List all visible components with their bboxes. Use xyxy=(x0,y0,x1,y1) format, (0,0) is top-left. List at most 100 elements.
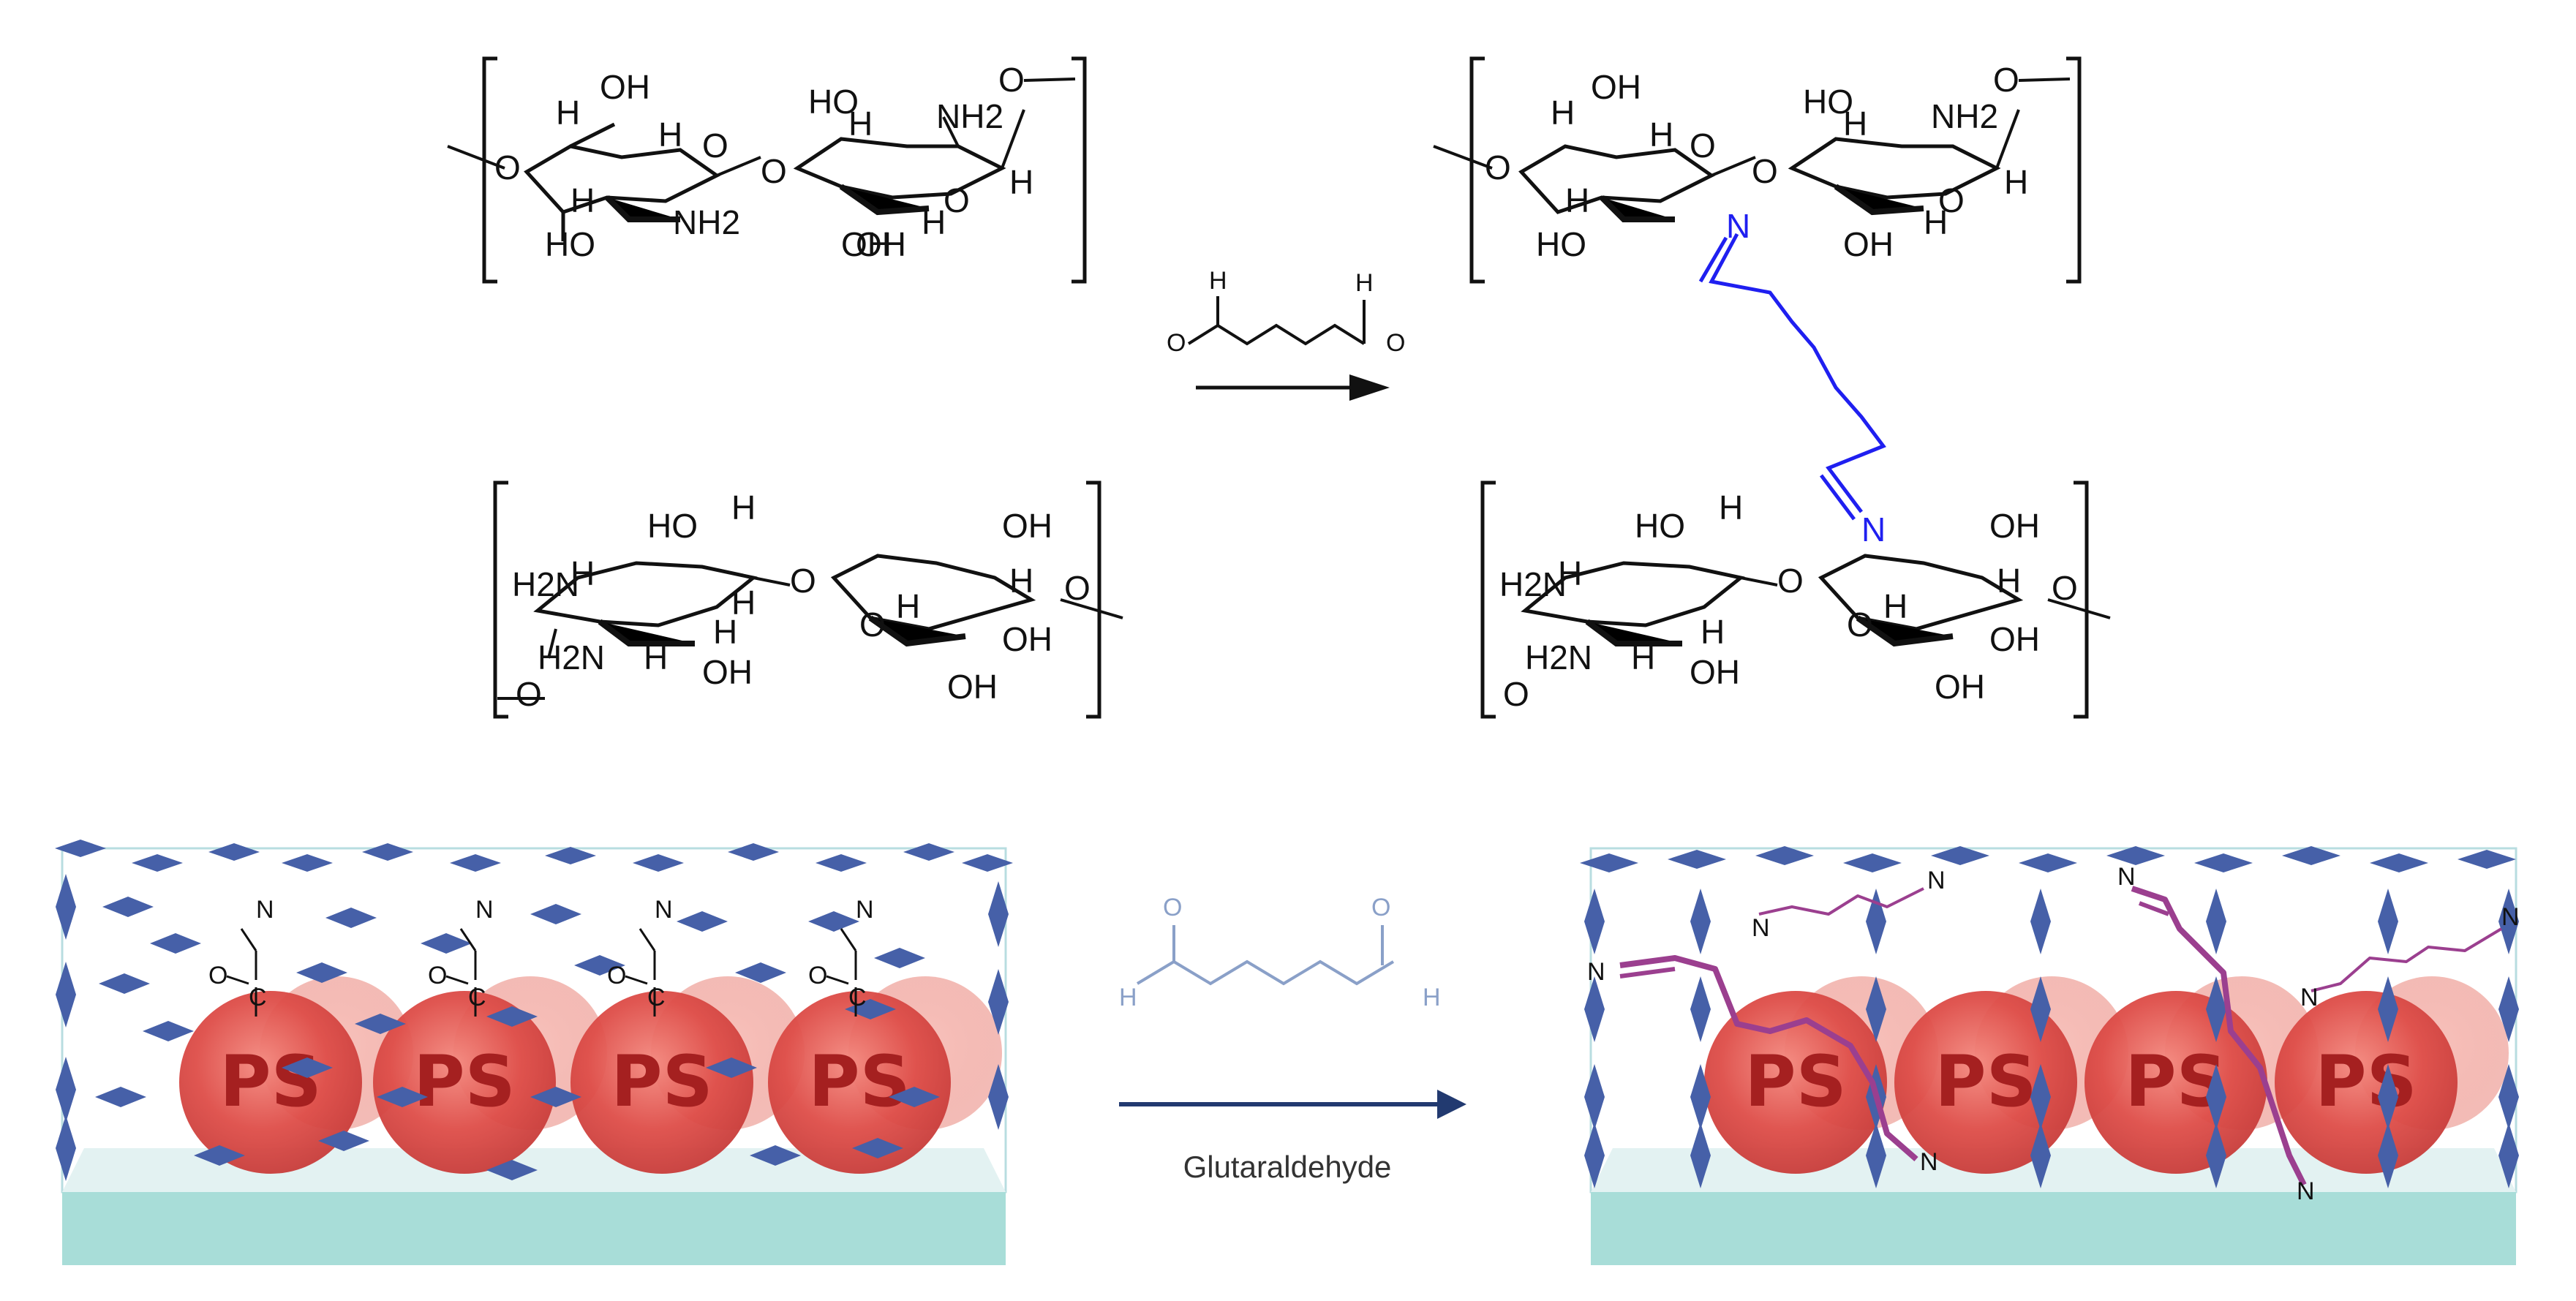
chem-label: OH xyxy=(1843,225,1894,263)
chem-label: O xyxy=(761,152,787,190)
chem-label: OH xyxy=(1989,507,2040,545)
ps-particle xyxy=(1894,991,2077,1174)
chitosan-flake xyxy=(2030,1064,2051,1130)
glutaraldehyde-reagent-bottom: O O H H xyxy=(1119,894,1441,1011)
ps-particle xyxy=(2275,991,2458,1174)
chitosan-flake xyxy=(56,1057,76,1123)
chem-label: OH xyxy=(1591,68,1641,106)
chem-label: O xyxy=(1752,152,1778,190)
imine-crosslink xyxy=(1758,887,1924,916)
reaction-arrow-top xyxy=(1196,374,1390,401)
chem-label: HO xyxy=(1536,225,1586,263)
chitosan-flake xyxy=(1584,1064,1605,1130)
chem-label: OH xyxy=(1002,620,1052,658)
chitosan-flake xyxy=(1584,976,1605,1042)
chem-label: H xyxy=(1719,489,1743,527)
chitosan-flake xyxy=(1584,889,1605,954)
ps-particle xyxy=(570,991,753,1174)
chitosan-flake xyxy=(486,1160,538,1180)
chem-label: O xyxy=(494,148,521,186)
chem-label: O xyxy=(1371,894,1390,921)
chem-label: H xyxy=(1997,562,2021,600)
chitosan-flake xyxy=(325,908,377,928)
chitosan-flake xyxy=(355,1014,406,1034)
chitosan-flake xyxy=(816,854,867,872)
chitosan-flake xyxy=(1755,846,1814,865)
chitosan-flake xyxy=(988,1064,1009,1130)
amide-carbon: C xyxy=(468,984,486,1011)
imine-crosslink xyxy=(1619,955,1918,1162)
chitosan-chain-bottom-left: HO H H2N H OH O H OH H O H O H2N H OH OH… xyxy=(493,480,1123,719)
chem-label: H xyxy=(1009,562,1033,600)
chem-label: HO xyxy=(1803,83,1853,121)
chitosan-flake xyxy=(2370,853,2428,872)
chitosan-flake xyxy=(143,1021,194,1041)
chitosan-flake xyxy=(903,843,954,861)
amide-oxygen: O xyxy=(808,962,827,989)
chem-label: O xyxy=(1938,181,1965,219)
imine-nitrogen: N xyxy=(1920,1148,1938,1176)
imine-nitrogen: N xyxy=(2501,903,2520,931)
chem-label: OH xyxy=(1935,668,1985,706)
chem-label: H xyxy=(1924,203,1948,241)
chem-label: O xyxy=(1167,329,1186,357)
chem-label: HO xyxy=(808,83,859,121)
chitosan-flake xyxy=(2282,846,2340,865)
crosslinked-chain-bottom-right: HO H H2N H OH O H OH O H O H2N H OH OH H… xyxy=(1480,480,2111,719)
chitosan-flake xyxy=(677,911,728,932)
imine-nitrogen: N xyxy=(2117,863,2136,891)
chitosan-flake xyxy=(750,1145,801,1166)
chem-label: O xyxy=(1485,148,1511,186)
ps-label: PS xyxy=(611,1041,713,1123)
ps-particle xyxy=(768,991,951,1174)
chitosan-flake xyxy=(296,962,347,983)
chem-label: H xyxy=(658,116,682,154)
chem-label: NH2 xyxy=(673,203,740,241)
ps-particle xyxy=(1704,991,1887,1174)
amide-carbon: C xyxy=(249,984,267,1011)
chitosan-flake xyxy=(318,1131,369,1151)
chitosan-flake xyxy=(2030,1123,2051,1188)
chitosan-flake xyxy=(852,1138,903,1158)
chitosan-flake xyxy=(102,897,154,917)
chem-label: O xyxy=(1777,562,1804,600)
chem-label: H xyxy=(1565,181,1589,219)
chitosan-flake xyxy=(962,854,1013,872)
chitosan-flake xyxy=(988,881,1009,947)
chem-label: H2N xyxy=(1525,638,1592,676)
chem-label: H xyxy=(570,181,595,219)
chem-label: O xyxy=(1503,675,1529,713)
chem-label: NH2 xyxy=(1931,97,1998,135)
chitosan-flake xyxy=(486,1006,538,1027)
chitosan-flake xyxy=(2206,976,2226,1042)
chitosan-flake xyxy=(450,854,501,872)
chem-label: OH xyxy=(1690,653,1740,691)
chem-label: H xyxy=(644,638,668,676)
chem-label: O xyxy=(1386,329,1405,357)
chem-label: H2N xyxy=(1499,565,1567,603)
chem-label: OH xyxy=(856,225,906,263)
chem-label: H xyxy=(1558,554,1582,592)
chem-label: OH xyxy=(841,225,892,263)
amide-nitrogen: N xyxy=(475,896,494,924)
chem-label: H xyxy=(556,94,580,132)
chitosan-flake xyxy=(1690,1123,1711,1188)
chitosan-flake xyxy=(2498,1064,2519,1130)
amide-oxygen: O xyxy=(208,962,227,989)
chem-label: O xyxy=(1847,606,1873,644)
imine-nitrogen: N xyxy=(2300,984,2319,1011)
chitosan-flake xyxy=(2378,1064,2398,1130)
chem-label: H xyxy=(1209,267,1227,295)
chitosan-flake xyxy=(2378,1123,2398,1188)
chitosan-flake xyxy=(706,1057,757,1078)
chitosan-flake xyxy=(2498,889,2519,954)
chem-label: HO xyxy=(1635,507,1685,545)
chitosan-flake xyxy=(1580,853,1638,872)
chitosan-flake xyxy=(2458,850,2516,869)
amide-oxygen: O xyxy=(607,962,626,989)
chitosan-flake xyxy=(56,962,76,1027)
chem-label: H xyxy=(1883,587,1907,625)
chem-label: H xyxy=(2004,163,2028,201)
chitosan-flake xyxy=(56,874,76,940)
